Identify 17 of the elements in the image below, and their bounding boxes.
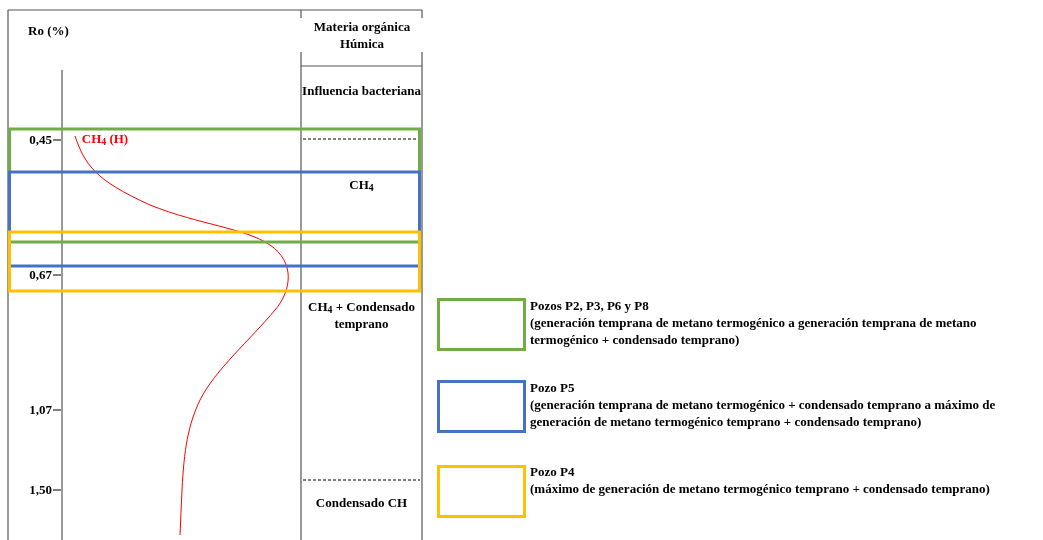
column-header: Materia orgánica Húmica xyxy=(299,18,425,52)
tick-label: 1,07 xyxy=(28,401,52,418)
tick-label: 0,67 xyxy=(28,266,52,283)
zone-label: CH$_{4}$ xyxy=(348,176,375,193)
zone-label: Condensado CH xyxy=(314,494,409,511)
legend-title: Pozo P5 xyxy=(530,379,575,396)
tick-label: 1,50 xyxy=(28,481,52,498)
tick-label: 0,45 xyxy=(28,131,52,148)
zone-label: CH$_{4}$ + Condensado temprano xyxy=(307,298,416,332)
legend-description: (generación temprana de metano termogénico + condensado temprano a máximo de generación de metano termogénico temprano + condensado temprano) xyxy=(530,396,997,430)
zone-label: Influencia bacteriana xyxy=(301,82,422,99)
legend-title: Pozos P2, P3, P6 y P8 xyxy=(530,297,649,314)
curve-label: CH$_{4}$ (H) xyxy=(80,130,130,147)
axis-title: Ro (%) xyxy=(28,22,70,39)
legend-description: (generación temprana de metano termogénico a generación temprana de metano termogénico + condensado temprano) xyxy=(530,314,978,348)
legend-description: (máximo de generación de metano termogénico temprano + condensado temprano) xyxy=(530,480,991,497)
legend-title: Pozo P4 xyxy=(530,463,575,480)
